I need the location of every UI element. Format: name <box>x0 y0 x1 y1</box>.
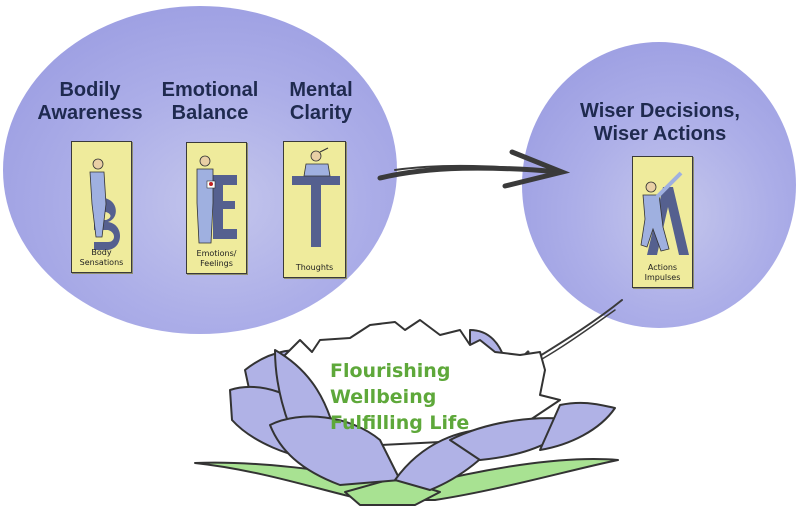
heading-line: Wiser Actions <box>593 123 727 145</box>
caption-line: Body <box>91 248 112 257</box>
card-thoughts: Thoughts <box>283 141 346 278</box>
heading-line: Bodily <box>59 79 121 101</box>
card-caption: Actions Impulses <box>633 263 692 283</box>
card-actions-impulses: Actions Impulses <box>632 156 693 288</box>
caption-line: Impulses <box>644 273 681 282</box>
caption-line: Thoughts <box>295 263 334 272</box>
outcome-line-wellbeing: Wellbeing <box>330 386 437 408</box>
heading-line: Mental <box>289 79 353 101</box>
letter-a-figure-icon <box>640 171 689 255</box>
outcome-line-flourishing: Flourishing <box>330 360 451 382</box>
caption-line: Emotions/ <box>196 249 237 258</box>
heading-line: Emotional <box>161 79 259 101</box>
heading-line: Wiser Decisions, <box>580 100 740 122</box>
caption-line: Actions <box>647 263 678 272</box>
caption-line: Feelings <box>200 259 233 268</box>
heading-mental-clarity: Mental Clarity <box>278 79 364 125</box>
heading-line: Balance <box>171 102 249 124</box>
card-emotions-feelings: Emotions/ Feelings <box>186 142 247 274</box>
arrow-to-actions-icon <box>377 149 571 189</box>
card-caption: Emotions/ Feelings <box>187 249 246 269</box>
heading-wiser-actions: Wiser Decisions, Wiser Actions <box>570 100 750 146</box>
heading-bodily-awareness: Bodily Awareness <box>28 79 152 125</box>
heading-emotional-balance: Emotional Balance <box>152 79 268 125</box>
outcome-line-fulfilling-life: Fulfilling Life <box>330 412 470 434</box>
letter-e-figure-icon <box>196 155 237 244</box>
heading-line: Awareness <box>37 102 143 124</box>
heading-line: Clarity <box>289 102 353 124</box>
card-body-sensations: Body Sensations <box>71 141 132 273</box>
letter-t-figure-icon <box>292 147 340 247</box>
outcome-text: Flourishing Wellbeing Fulfilling Life <box>330 358 469 436</box>
caption-line: Sensations <box>79 258 124 267</box>
card-caption: Body Sensations <box>72 248 131 268</box>
card-caption: Thoughts <box>284 263 345 273</box>
letter-b-figure-icon <box>89 158 120 250</box>
lotus-flower-icon <box>194 319 619 506</box>
